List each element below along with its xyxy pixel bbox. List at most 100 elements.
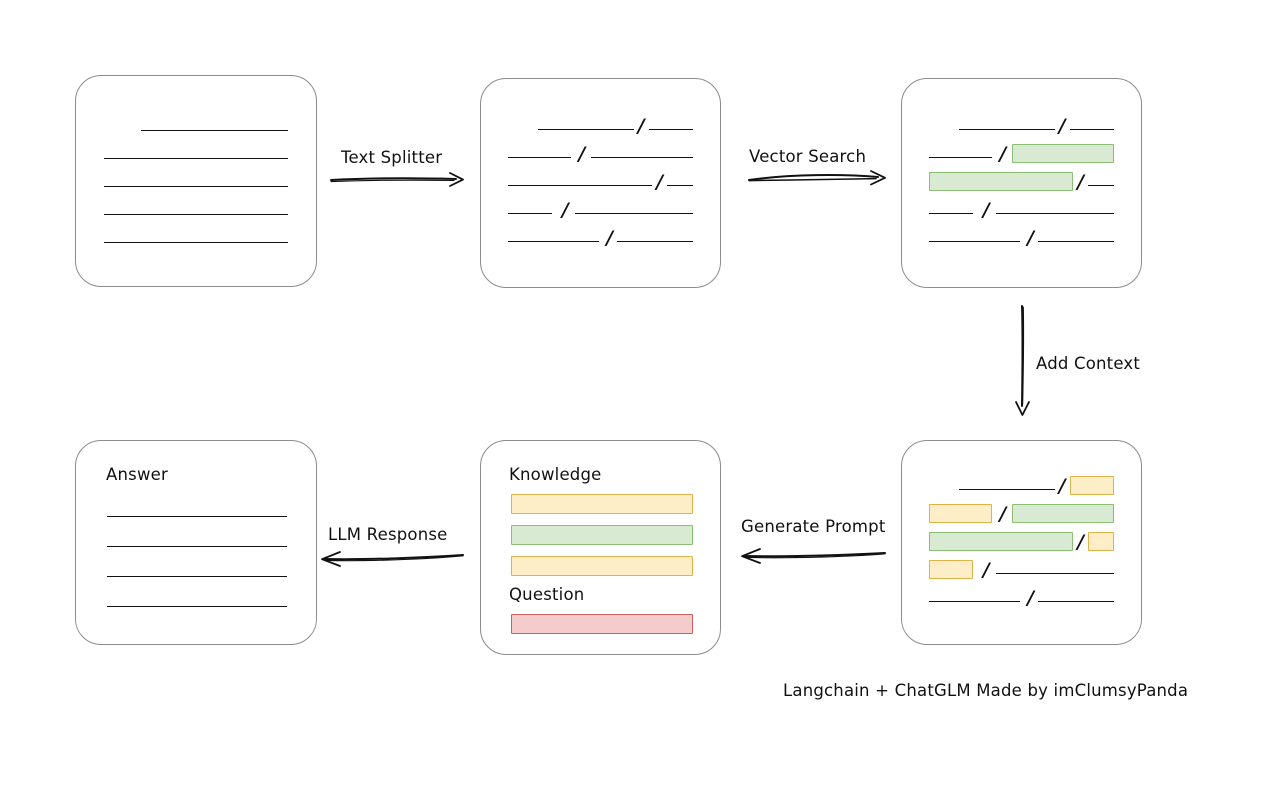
card-split-chunks: / / / / / <box>480 78 721 288</box>
text-row: / <box>929 553 1114 581</box>
text-row <box>104 194 288 222</box>
text-line-segment <box>537 129 634 130</box>
text-line-segment <box>929 157 992 158</box>
prompt-bar-yellow <box>511 556 693 576</box>
highlight-chip-green <box>1012 504 1114 523</box>
answer-label: Answer <box>106 465 168 484</box>
answer-text-line <box>107 516 287 517</box>
text-line-segment <box>958 129 1055 130</box>
prompt-bar-yellow <box>511 494 693 514</box>
text-line-segment <box>508 185 653 186</box>
question-label: Question <box>509 585 585 604</box>
card-answer: Answer <box>75 440 317 645</box>
text-line-segment <box>667 185 693 186</box>
text-line-segment <box>140 130 288 131</box>
text-line-segment <box>1038 601 1114 602</box>
text-row: / <box>929 469 1114 497</box>
chunk-separator-slash: / <box>578 143 586 165</box>
text-line-segment <box>929 241 1020 242</box>
llm-response-arrow-label: LLM Response <box>328 525 448 544</box>
generate-prompt-arrow-label: Generate Prompt <box>741 517 886 536</box>
highlight-chip-green <box>1012 144 1114 163</box>
chunk-separator-slash: / <box>1058 115 1066 137</box>
text-line-segment <box>104 158 288 159</box>
text-line-segment <box>995 213 1114 214</box>
vector-hits-rows: / / / / / <box>929 109 1114 249</box>
text-line-segment <box>104 186 288 187</box>
text-row <box>104 166 288 194</box>
chunk-separator-slash: / <box>999 143 1007 165</box>
card-context-added: / / / / / <box>901 440 1142 645</box>
text-row: / <box>508 109 693 137</box>
answer-text-line <box>107 606 287 607</box>
card-vector-search-results: / / / / / <box>901 78 1142 288</box>
knowledge-label: Knowledge <box>509 465 602 484</box>
text-row: / <box>508 165 693 193</box>
text-row: / <box>929 497 1114 525</box>
answer-text-line <box>107 546 287 547</box>
generate-prompt-arrow <box>738 545 886 567</box>
text-line-segment <box>1038 241 1114 242</box>
text-line-segment <box>508 157 571 158</box>
text-row: / <box>929 221 1114 249</box>
highlight-chip-yellow <box>929 560 974 579</box>
text-line-segment <box>929 213 974 214</box>
chunk-separator-slash: / <box>1027 227 1034 249</box>
text-line-segment <box>648 129 693 130</box>
text-row: / <box>929 193 1114 221</box>
text-row: / <box>929 581 1114 609</box>
chunk-separator-slash: / <box>1077 531 1084 553</box>
card-generated-prompt: Knowledge Question <box>480 440 721 655</box>
highlight-chip-yellow <box>1088 532 1114 551</box>
text-row <box>104 110 288 138</box>
answer-text-line <box>107 576 287 577</box>
source-document-rows <box>104 110 288 250</box>
text-row: / <box>929 525 1114 553</box>
add-context-arrow <box>1012 305 1034 417</box>
chunk-separator-slash: / <box>982 199 990 221</box>
chunk-separator-slash: / <box>1058 475 1066 497</box>
chunk-separator-slash: / <box>1077 171 1084 193</box>
text-line-segment <box>929 601 1020 602</box>
text-row: / <box>929 137 1114 165</box>
text-row: / <box>929 109 1114 137</box>
text-row: / <box>508 193 693 221</box>
text-line-segment <box>591 157 693 158</box>
text-line-segment <box>617 241 693 242</box>
text-line-segment <box>104 242 288 243</box>
text-line-segment <box>1088 185 1114 186</box>
text-row <box>104 138 288 166</box>
text-line-segment <box>508 213 553 214</box>
chunk-separator-slash: / <box>606 227 613 249</box>
vector-search-arrow <box>748 168 888 190</box>
chunk-separator-slash: / <box>1027 587 1034 609</box>
text-line-segment <box>958 489 1055 490</box>
text-line-segment <box>995 573 1114 574</box>
split-chunks-rows: / / / / / <box>508 109 693 249</box>
text-line-segment <box>1069 129 1114 130</box>
chunk-separator-slash: / <box>982 559 990 581</box>
prompt-bar-red <box>511 614 693 634</box>
highlight-chip-green <box>929 172 1074 191</box>
text-row: / <box>929 165 1114 193</box>
diagram-caption: Langchain + ChatGLM Made by imClumsyPand… <box>783 681 1189 700</box>
highlight-chip-yellow <box>1069 476 1114 495</box>
text-splitter-arrow <box>330 170 466 190</box>
chunk-separator-slash: / <box>999 503 1007 525</box>
card-source-document <box>75 75 317 287</box>
text-splitter-arrow-label: Text Splitter <box>341 148 443 167</box>
highlight-chip-yellow <box>929 504 992 523</box>
text-line-segment <box>574 213 693 214</box>
chunk-separator-slash: / <box>561 199 569 221</box>
text-row <box>104 222 288 250</box>
vector-search-arrow-label: Vector Search <box>749 147 867 166</box>
text-line-segment <box>104 214 288 215</box>
llm-response-arrow <box>318 548 464 570</box>
add-context-arrow-label: Add Context <box>1036 354 1141 373</box>
highlight-chip-green <box>929 532 1074 551</box>
context-added-rows: / / / / / <box>929 469 1114 609</box>
text-line-segment <box>508 241 599 242</box>
chunk-separator-slash: / <box>656 171 663 193</box>
chunk-separator-slash: / <box>637 115 645 137</box>
